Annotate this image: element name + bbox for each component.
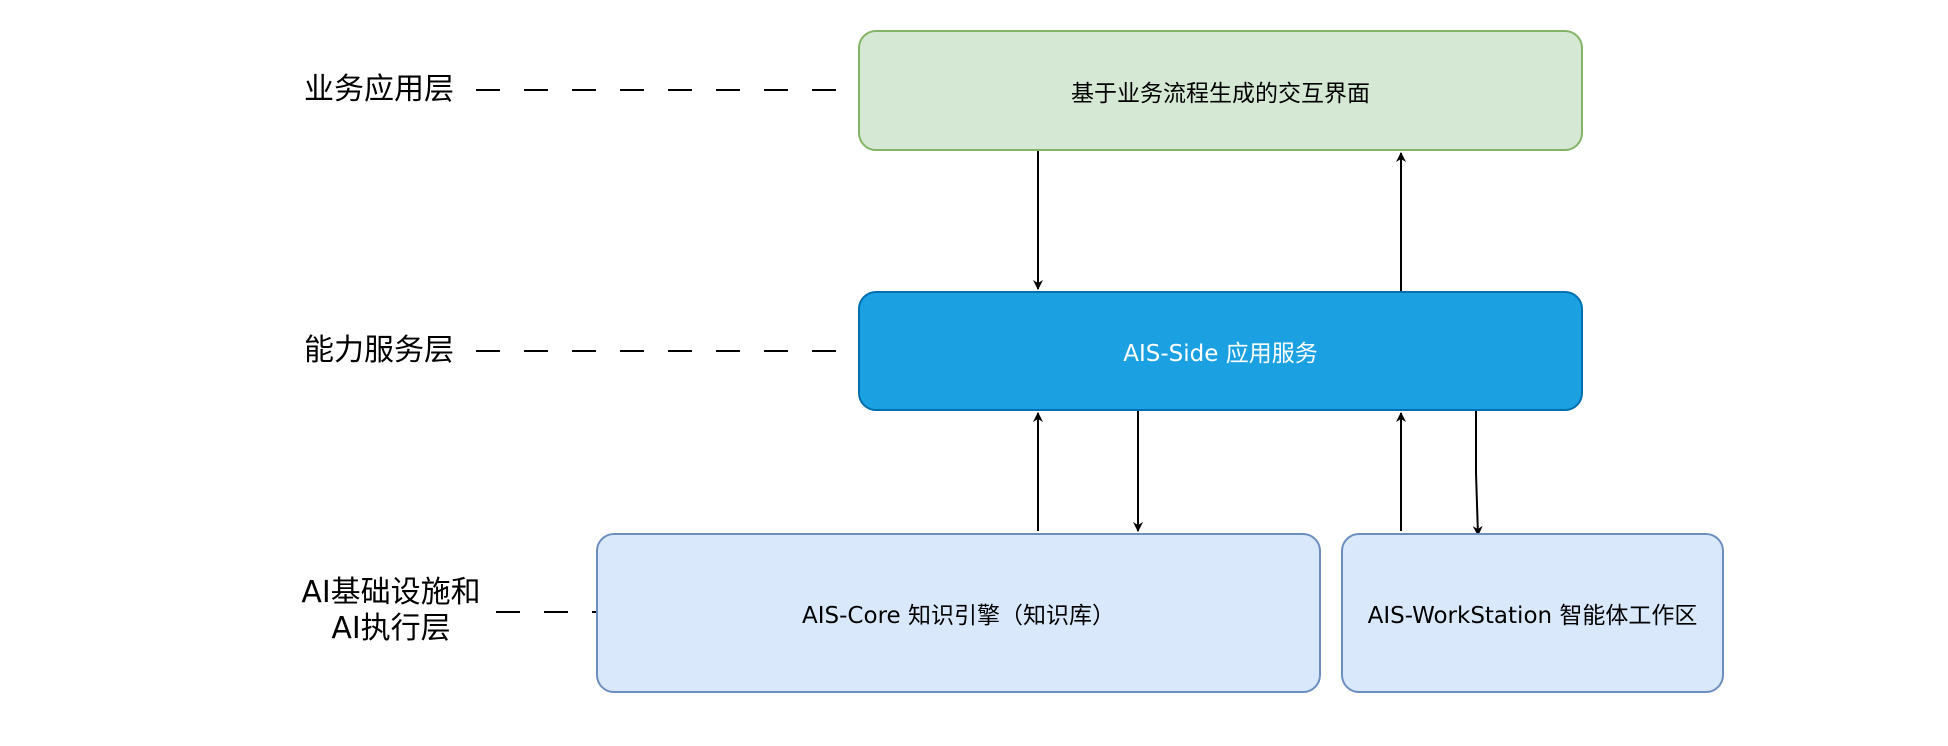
- capability-layer-label: 能力服务层: [304, 333, 454, 368]
- arrow-side-to-workstation: [1472, 411, 1483, 536]
- ai-layer-label-line2: AI执行层: [331, 611, 451, 646]
- workstation-node[interactable]: AIS-WorkStation 智能体工作区: [1341, 533, 1724, 693]
- business-layer-label: 业务应用层: [304, 72, 454, 107]
- ai-layer-label-line1: AI基础设施和: [301, 575, 481, 610]
- core-node[interactable]: AIS-Core 知识引擎（知识库）: [596, 533, 1321, 693]
- core-node-label: AIS-Core 知识引擎（知识库）: [802, 603, 1115, 629]
- ai-layer-label: AI基础设施和 AI执行层: [296, 575, 486, 647]
- ui-node-label: 基于业务流程生成的交互界面: [1071, 80, 1370, 107]
- workstation-node-label: AIS-WorkStation 智能体工作区: [1367, 603, 1698, 629]
- side-node[interactable]: AIS-Side 应用服务: [858, 291, 1583, 411]
- side-node-label: AIS-Side 应用服务: [1123, 341, 1318, 367]
- ui-node[interactable]: 基于业务流程生成的交互界面: [858, 30, 1583, 151]
